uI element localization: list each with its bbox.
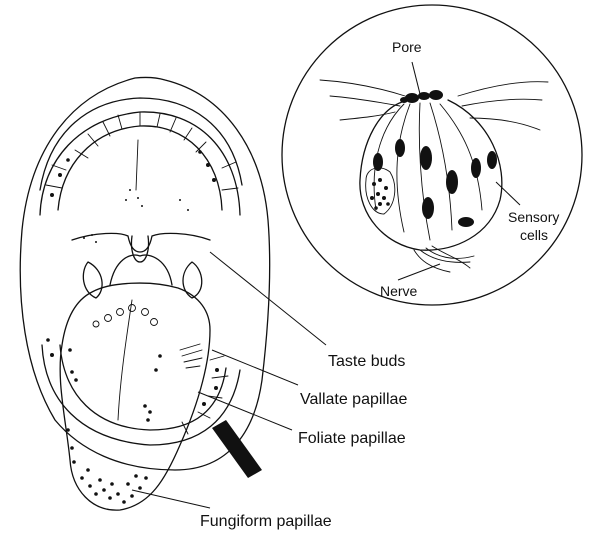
granular-cell — [366, 168, 395, 214]
probe-tool — [212, 420, 262, 478]
upper-molar-marks — [50, 150, 216, 197]
foliate-papillae — [180, 344, 202, 368]
label-fungiform: Fungiform papillae — [200, 513, 332, 530]
palate-stipple — [83, 189, 189, 243]
soft-palate — [72, 233, 210, 252]
label-taste-buds: Taste buds — [328, 353, 405, 370]
epithelium-lines — [320, 80, 548, 130]
outer-lip — [20, 77, 269, 470]
tonsil-left — [83, 262, 102, 298]
throat-arch — [110, 255, 172, 285]
leader-pore — [412, 62, 420, 94]
taste-bud-inset — [282, 5, 582, 305]
upper-tooth-dividers — [46, 112, 238, 190]
palate-midline — [136, 140, 138, 190]
leader-taste-buds — [210, 252, 326, 345]
label-pore: Pore — [392, 39, 422, 55]
leader-fungiform — [132, 490, 210, 508]
label-foliate: Foliate papillae — [298, 430, 406, 447]
label-nerve: Nerve — [380, 283, 418, 299]
labels: Pore Sensory cells Nerve Taste buds Vall… — [200, 39, 559, 530]
label-sensory-line1: Sensory — [508, 209, 559, 225]
pore-cluster — [400, 90, 443, 103]
label-vallate: Vallate papillae — [300, 391, 407, 408]
inset-circle — [282, 5, 582, 305]
leader-nerve — [398, 264, 440, 280]
upper-teeth-inner — [58, 126, 222, 210]
mouth-illustration — [20, 77, 269, 510]
tonsil-right — [183, 262, 202, 298]
fungiform-papillae — [66, 348, 162, 504]
leader-vallate — [212, 350, 298, 385]
label-sensory-line2: cells — [520, 227, 548, 243]
tongue-midline — [118, 300, 132, 420]
granules — [370, 178, 390, 210]
vallate-papillae — [93, 305, 158, 328]
taste-bud-outline — [360, 100, 502, 250]
